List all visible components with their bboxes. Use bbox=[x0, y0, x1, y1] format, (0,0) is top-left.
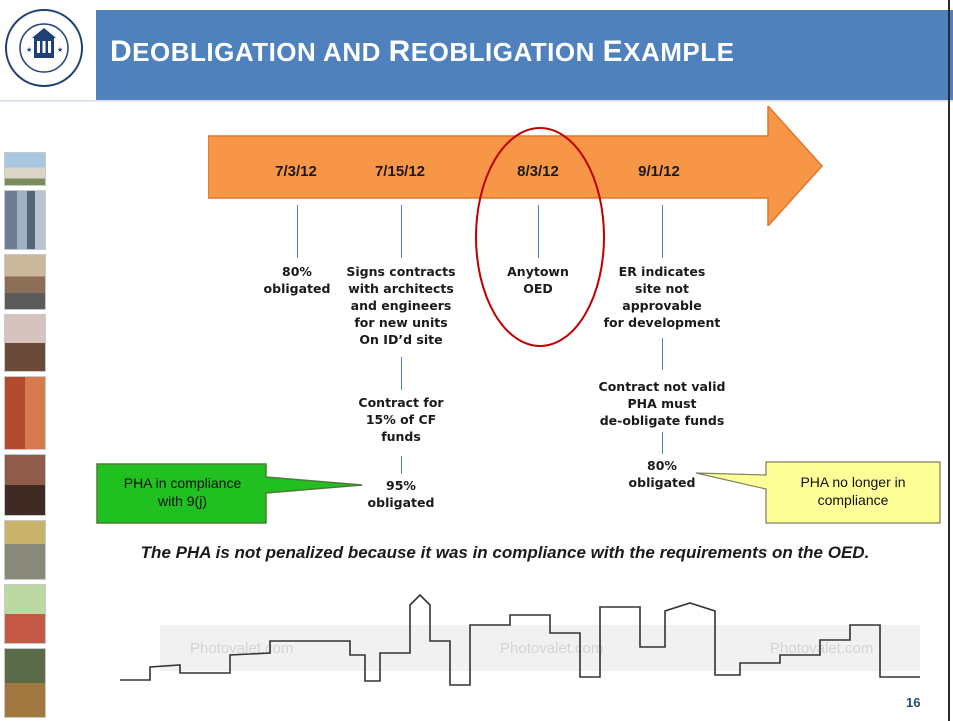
timeline-date-2: 7/15/12 bbox=[374, 163, 426, 180]
svg-text:★: ★ bbox=[26, 46, 32, 54]
connector-line-8 bbox=[662, 432, 663, 454]
watermark-3: Photovalet.com bbox=[770, 640, 873, 657]
title-bar bbox=[96, 10, 953, 100]
timeline-date-4: 9/1/12 bbox=[638, 163, 680, 180]
left-callout-text: PHA in compliance with 9(j) bbox=[123, 475, 242, 509]
connector-line-6 bbox=[401, 456, 402, 474]
photo-family bbox=[4, 454, 46, 516]
photo-street bbox=[4, 254, 46, 310]
right-callout-text: PHA no longer in compliance bbox=[800, 474, 906, 508]
watermark-2: Photovalet.com bbox=[500, 640, 603, 657]
connector-line-3 bbox=[538, 205, 539, 258]
left-callout-shape bbox=[96, 463, 363, 524]
slide-header: ★ ★ DEOBLIGATION AND REOBLIGATION EXAMPL… bbox=[0, 0, 953, 102]
event-note-1: 80% obligated bbox=[263, 264, 331, 296]
title-part-3: XAMPLE bbox=[623, 37, 735, 67]
photo-house bbox=[4, 152, 46, 186]
header-divider bbox=[0, 100, 953, 102]
slide-title: DEOBLIGATION AND REOBLIGATION EXAMPLE bbox=[110, 35, 735, 68]
slide-caption: The PHA is not penalized because it was … bbox=[140, 543, 870, 562]
timeline-date-3: 8/3/12 bbox=[517, 163, 559, 180]
event-note-2: Signs contracts with architects and engi… bbox=[346, 264, 456, 347]
oed-highlight-circle bbox=[475, 127, 605, 347]
event-note-4: ER indicates site not approvable for dev… bbox=[603, 264, 721, 330]
hud-seal-icon: ★ ★ bbox=[5, 9, 83, 87]
sub-event-80-obligated: 80% obligated bbox=[628, 458, 696, 490]
photo-resident bbox=[4, 314, 46, 372]
photo-brick-building bbox=[4, 376, 46, 450]
title-part-2: EOBLIGATION bbox=[410, 37, 603, 67]
right-callout-shape bbox=[695, 461, 941, 524]
photo-demolition bbox=[4, 520, 46, 580]
svg-text:★: ★ bbox=[57, 46, 63, 54]
connector-line-5 bbox=[401, 357, 402, 390]
photo-skyscrapers bbox=[4, 190, 46, 250]
page-number: 16 bbox=[906, 695, 921, 710]
connector-line-4 bbox=[662, 205, 663, 258]
sub-event-contract-15: Contract for 15% of CF funds bbox=[358, 395, 444, 444]
photo-strip bbox=[0, 148, 48, 721]
connector-line-2 bbox=[401, 205, 402, 258]
skyline-illustration: Photovalet.com Photovalet.com Photovalet… bbox=[120, 593, 920, 686]
timeline-arrow bbox=[208, 106, 824, 226]
photo-market bbox=[4, 648, 46, 718]
timeline-date-1: 7/3/12 bbox=[275, 163, 317, 180]
sub-event-contract-not-valid: Contract not valid PHA must de-obligate … bbox=[598, 379, 726, 428]
photo-townhomes bbox=[4, 584, 46, 644]
connector-line-1 bbox=[297, 205, 298, 258]
title-part-1: EOBLIGATION AND bbox=[132, 37, 389, 67]
right-border bbox=[948, 0, 950, 721]
event-note-3: Anytown OED bbox=[507, 264, 569, 296]
sub-event-95-obligated: 95% obligated bbox=[367, 478, 435, 510]
connector-line-7 bbox=[662, 338, 663, 370]
